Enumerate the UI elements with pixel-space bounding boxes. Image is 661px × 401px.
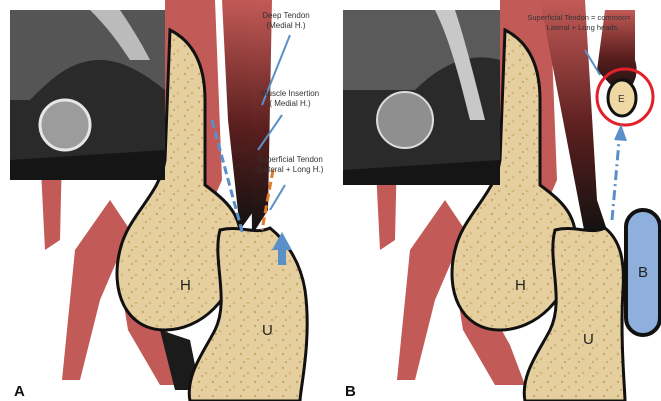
panel-a-diagram: Deep Tendon (Medial H.) Muscle Insertion… (0, 0, 326, 401)
panel-b-diagram: Superficial Tendon = common= Lateral + L… (335, 0, 661, 401)
label-humerus: H (180, 277, 191, 294)
label-muscle-insertion-2: ( Medial H.) (269, 99, 311, 108)
pointer-superficial-tendon (270, 185, 285, 210)
label-superficial-tendon-1: Superficial Tendon (257, 155, 323, 164)
dashdot-arrow-line (612, 130, 620, 220)
label-bursa: B (638, 264, 648, 281)
label-superficial-tendon-2: (Lateral + Long H.) (257, 165, 324, 174)
label-ulna: U (262, 322, 273, 339)
label-deep-tendon-1: Deep Tendon (262, 11, 309, 20)
label-b-tendon-2: Lateral + Long heads. (547, 23, 620, 32)
mri-inset-a (10, 10, 165, 180)
panel-b: Superficial Tendon = common= Lateral + L… (335, 0, 661, 401)
label-humerus-b: H (515, 277, 526, 294)
label-deep-tendon-2: (Medial H.) (266, 21, 305, 30)
panel-a: Deep Tendon (Medial H.) Muscle Insertion… (0, 0, 326, 401)
label-enthesis: E (618, 94, 625, 105)
label-muscle-insertion-1: Muscle Insertion (261, 89, 319, 98)
label-ulna-b: U (583, 331, 594, 348)
label-b-tendon-1: Superficial Tendon = common= (527, 13, 631, 22)
panel-letter-a: A (14, 383, 25, 400)
panel-letter-b: B (345, 383, 356, 400)
mri-inset-b (343, 10, 500, 185)
dashdot-arrow-head-icon (614, 124, 627, 141)
